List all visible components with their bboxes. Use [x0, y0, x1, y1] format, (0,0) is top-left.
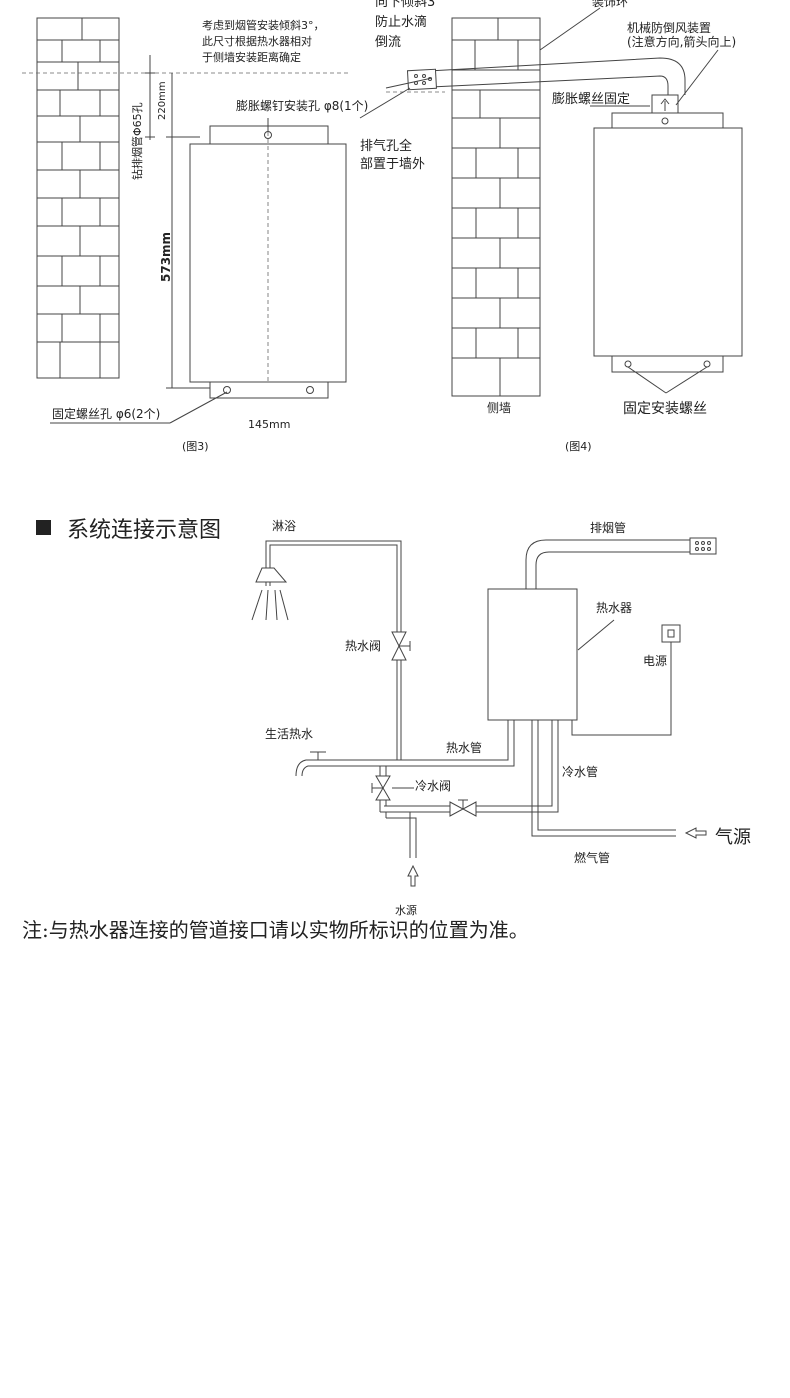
- fig4-damper-leader: [675, 49, 719, 106]
- fig3-dim-145: 145mm: [248, 418, 290, 431]
- shower-head: [251, 540, 402, 632]
- fig3-dim-220: 220mm: [157, 81, 168, 120]
- fig3-dim-573: 573mm: [159, 232, 173, 282]
- fig3-drill-label: 钻排烟管Φ65孔: [130, 102, 144, 180]
- water-source-arrow: [407, 864, 419, 887]
- gas-source-arrow: [684, 827, 707, 839]
- footer-note: 注:与热水器连接的管道接口请以实物所标识的位置为准。: [22, 918, 529, 942]
- fig4-vent-leader: [359, 87, 411, 119]
- heater-label: 热水器: [596, 601, 632, 615]
- system-title-text: 系统连接示意图: [67, 518, 222, 543]
- fig3-note-1: 考虑到烟管安装倾斜3°，: [202, 18, 325, 32]
- fig3-bolt-label: 膨胀螺钉安装孔 φ8(1个): [236, 98, 368, 113]
- fig3-note-3: 于侧墙安装距离确定: [202, 50, 301, 64]
- power-label: 电源: [643, 654, 667, 668]
- fig3-wall: [36, 17, 120, 379]
- fig4-vent-2: 部置于墙外: [360, 157, 425, 172]
- domestic-hot-label: 生活热水: [265, 727, 313, 741]
- fig4-vent-1: 排气孔全: [360, 138, 412, 154]
- fig3-note-2: 此尺寸根据热水器相对: [202, 34, 312, 48]
- fig4-caption: (图4): [565, 440, 592, 453]
- fig3-heater: [189, 118, 347, 399]
- gas-pipe-label: 燃气管: [574, 850, 610, 865]
- bullet-square-icon: [36, 520, 51, 535]
- system-heater: [487, 588, 578, 721]
- system-title: 系统连接示意图: [36, 512, 221, 544]
- cold-valve-symbol: [371, 775, 391, 801]
- gas-source-label: 气源: [715, 827, 751, 848]
- fig4-damper-1: 机械防倒风装置: [627, 20, 711, 35]
- fig4-tilt-3: 倒流: [375, 35, 401, 50]
- shower-label: 淋浴: [272, 519, 296, 533]
- fig4-ring-label: 装饰环: [592, 0, 628, 9]
- fig4-tilt-2: 防止水滴: [375, 14, 427, 30]
- hot-valve-label: 热水阀: [345, 639, 381, 653]
- system-flue-terminal: [689, 537, 717, 555]
- fig4-heater: [593, 127, 743, 394]
- fig3-dim-lines: [145, 55, 210, 389]
- cold-valve-2-symbol: [449, 799, 477, 817]
- flue-label: 排烟管: [590, 520, 626, 535]
- fig4-ring-leader: [539, 7, 601, 51]
- hot-pipe-label: 热水管: [446, 740, 482, 755]
- cold-pipe-label: 冷水管: [562, 764, 598, 779]
- water-source-label: 水源: [395, 903, 417, 917]
- fig4-mount-screw: 固定安装螺丝: [623, 401, 707, 417]
- fig4-side-wall: 侧墙: [487, 401, 511, 415]
- hot-valve-symbol: [391, 631, 411, 661]
- fig4-wall: [451, 17, 541, 397]
- fig4-damper-2: (注意方向,箭头向上): [627, 34, 736, 49]
- fig4-flue: [406, 57, 724, 129]
- cold-valve-label: 冷水阀: [415, 779, 451, 793]
- fig3-fix-label: 固定螺丝孔 φ6(2个): [52, 406, 160, 421]
- fig4-tilt-1: 向下倾斜3°: [375, 0, 442, 10]
- fig3-caption: (图3): [182, 440, 209, 453]
- fig4-screw-fix: 膨胀螺丝固定: [552, 92, 630, 107]
